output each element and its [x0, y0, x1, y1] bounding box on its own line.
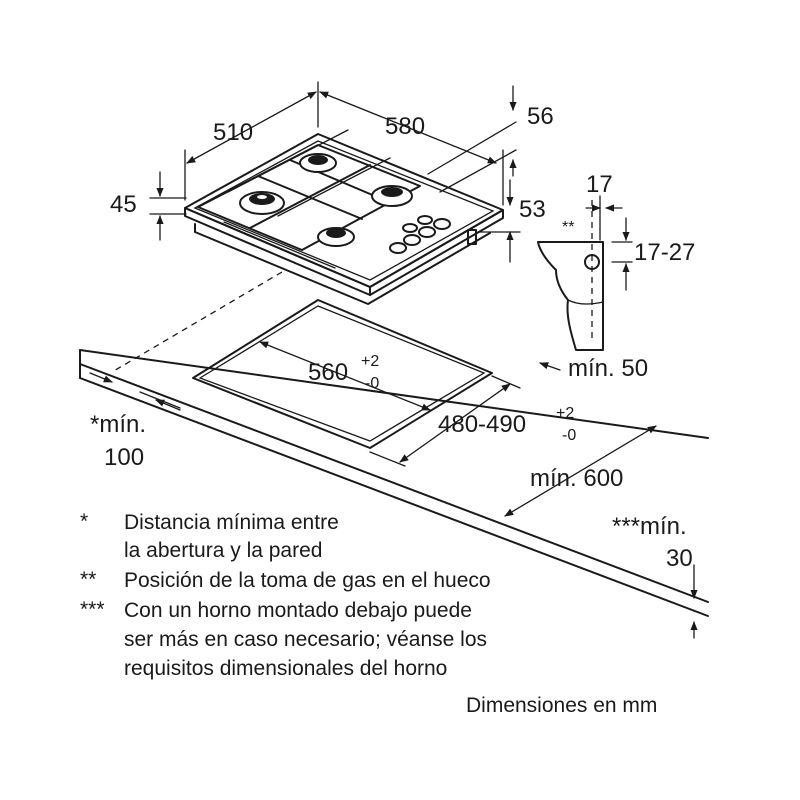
- dim-480-490-label: 480-490 +2 -0: [438, 405, 576, 444]
- cutout-480-tol-minus: -0: [562, 427, 576, 444]
- dim-580-label: 580: [385, 113, 425, 140]
- cutout-dimensions: [259, 341, 521, 467]
- burner-back-right: [371, 185, 413, 207]
- dim-min-30-label: ***mín.: [612, 513, 687, 540]
- note-3-marker: ***: [80, 598, 105, 621]
- note-1-marker: *: [80, 510, 89, 533]
- gas-position-marker: **: [562, 219, 574, 236]
- min-600-dimension: [504, 425, 657, 517]
- note-3-line-3: requisitos dimensionales del horno: [124, 657, 448, 680]
- dim-45-label: 45: [110, 191, 137, 218]
- cutout-480-value: 480-490: [438, 411, 526, 438]
- hob-body: [194, 223, 491, 305]
- units-note: Dimensiones en mm: [466, 694, 658, 717]
- dim-min-100-value: 100: [104, 444, 144, 471]
- cutout-560-value: 560: [308, 359, 348, 386]
- dim-560-label: 560 +2 -0: [308, 353, 379, 392]
- dim-min-30-value: 30: [666, 545, 693, 572]
- note-3-line-1: Con un horno montado debajo puede: [124, 599, 472, 622]
- cutout: [192, 299, 493, 449]
- dim-min-50-label: mín. 50: [568, 355, 648, 382]
- min-50-arrow: [539, 362, 561, 371]
- dim-min-100-label: *mín.: [90, 411, 146, 438]
- burner-back-left: [299, 153, 337, 173]
- gas-connector: [467, 229, 477, 245]
- cutout-560-tol-plus: +2: [361, 353, 379, 370]
- gas-inlet-detail: [537, 195, 633, 351]
- note-1-line-1: Distancia mínima entre: [124, 511, 339, 534]
- note-2-marker: **: [80, 568, 97, 591]
- dim-53-label: 53: [519, 196, 546, 223]
- note-3-line-2: ser más en caso necesario; véanse los: [124, 628, 488, 651]
- min-100-dimension: [89, 372, 181, 411]
- hob: [184, 129, 504, 305]
- control-knobs: [389, 215, 451, 254]
- dim-17-27-label: 17-27: [634, 239, 695, 266]
- projection-line: [111, 271, 283, 373]
- dim-56-label: 56: [527, 103, 554, 130]
- hob-side-edge: [369, 209, 504, 296]
- dim-17-label: 17: [586, 171, 613, 198]
- dim-510-label: 510: [213, 119, 253, 146]
- hob-dimensions: [149, 81, 521, 263]
- dim-min-600-label: mín. 600: [530, 465, 623, 492]
- note-1-line-2: la abertura y la pared: [124, 539, 323, 562]
- cutout-480-tol-plus: +2: [556, 405, 574, 422]
- cutout-560-tol-minus: -0: [365, 375, 379, 392]
- hob-front-edge: [184, 207, 371, 296]
- burner-front-left: [239, 191, 285, 215]
- burner-front-right: [317, 227, 355, 247]
- note-2-line-1: Posición de la toma de gas en el hueco: [124, 569, 491, 592]
